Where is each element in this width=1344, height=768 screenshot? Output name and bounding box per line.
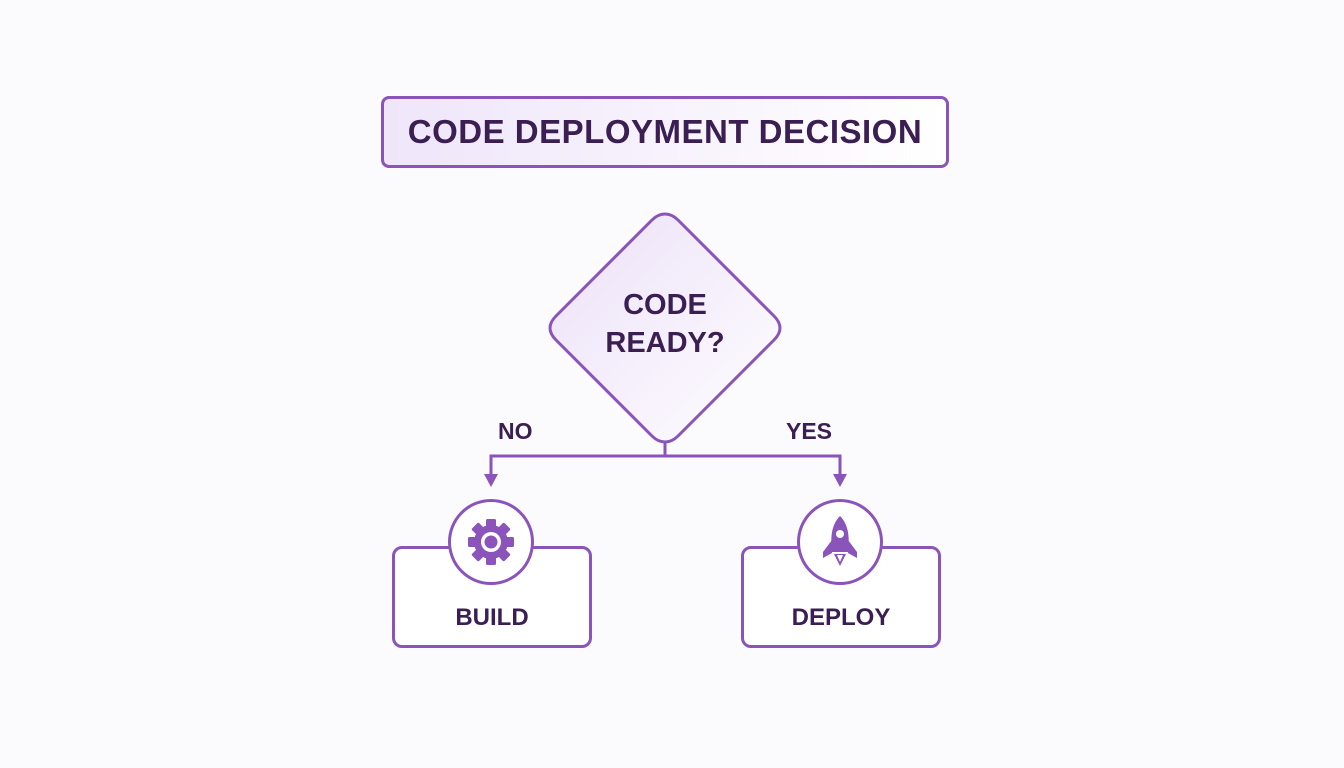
decision-label: CODE READY? bbox=[565, 286, 765, 362]
gear-icon bbox=[468, 519, 514, 565]
branch-label-yes: YES bbox=[786, 418, 833, 444]
decision-label-line-2: READY? bbox=[605, 327, 725, 359]
title-box: CODE DEPLOYMENT DECISION bbox=[381, 96, 949, 168]
rocket-icon bbox=[823, 516, 857, 566]
diagram-title: CODE DEPLOYMENT DECISION bbox=[407, 113, 923, 150]
deploy-node-label: DEPLOY bbox=[791, 604, 891, 631]
build-icon-circle bbox=[448, 499, 534, 585]
build-node bbox=[392, 546, 592, 648]
deploy-icon-circle bbox=[797, 499, 883, 585]
branch-label-no: NO bbox=[498, 418, 533, 444]
arrowhead-no bbox=[484, 474, 498, 487]
decision-label-line-1: CODE bbox=[623, 289, 707, 321]
build-node-label: BUILD bbox=[455, 604, 529, 631]
arrowhead-yes bbox=[833, 474, 847, 487]
